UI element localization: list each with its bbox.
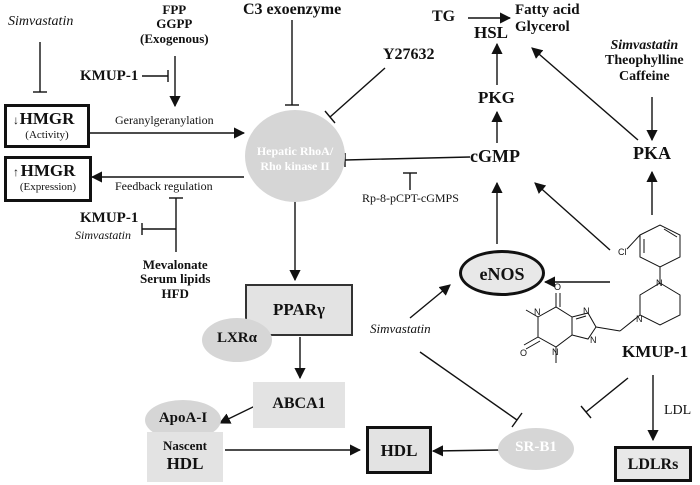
molecule-n-label: N	[636, 314, 643, 324]
theophylline-label: Theophylline	[605, 53, 684, 69]
geranylgeranylation-label: Geranylgeranylation	[115, 113, 214, 127]
kmup1-structure: Cl N N N N N N O O	[520, 224, 681, 363]
hmgr-activity-title: HMGR	[19, 109, 75, 128]
inhibit-kmup1-srb1	[585, 377, 629, 413]
hmgr-activity-sub: (Activity)	[25, 129, 69, 141]
up-arrow-icon: ↑	[13, 165, 19, 179]
fatty-acid-glycerol-label: Fatty acid Glycerol	[515, 2, 580, 35]
fpp-label: FPP	[162, 2, 187, 17]
fpp-ggpp-label: FPP GGPP (Exogenous)	[140, 2, 209, 46]
mevalonate-label: Mevalonate	[142, 257, 208, 272]
molecule-n-label: N	[656, 278, 663, 288]
pkg-label: PKG	[478, 88, 515, 107]
pka-activators-label: Simvastatin Theophylline Caffeine	[605, 38, 684, 84]
arrow-srb1-hdl	[431, 445, 501, 457]
kmup1-label: KMUP-1	[80, 68, 139, 84]
arrow-abca1-apoa1	[218, 404, 258, 424]
exogenous-label: (Exogenous)	[140, 30, 209, 46]
ldlrs-box: LDLRs	[614, 446, 692, 482]
kmup1-mid-label: KMUP-1	[80, 210, 139, 226]
molecule-n-label: N	[552, 347, 559, 357]
pka-label: PKA	[633, 143, 671, 163]
lxr-alpha-node: LXRα	[202, 318, 272, 362]
hfd-label: HFD	[161, 285, 189, 301]
simvastatin-mid-label: Simvastatin	[75, 228, 131, 242]
molecule-o-label: O	[554, 282, 561, 292]
arrow-simvastatin-enos	[409, 284, 451, 319]
sr-b1-node: SR-B1	[498, 428, 574, 470]
simvastatin-center-label: Simvastatin	[370, 321, 431, 336]
molecule-n-label: N	[534, 307, 541, 317]
simvastatin-right-label: Simvastatin	[610, 38, 679, 53]
down-arrow-icon: ↓	[13, 113, 19, 127]
nascent-label: Nascent	[162, 438, 208, 453]
ldl-label: LDL	[664, 403, 692, 418]
inhibit-cgmp-rho	[344, 156, 471, 161]
molecule-n-label: N	[590, 335, 597, 345]
rho-line-2: Rho kinase II	[260, 159, 330, 173]
tg-label: TG	[432, 8, 456, 25]
molecule-o-label: O	[520, 348, 527, 358]
molecule-n-label: N	[583, 306, 590, 316]
feedback-regulation-label: Feedback regulation	[115, 179, 213, 193]
nascent-hdl-label: HDL	[166, 454, 204, 473]
arrow-pka-hsl	[531, 47, 639, 141]
hmgr-expression-sub: (Expression)	[19, 181, 77, 193]
inhibit-simvastatin-srb1	[419, 351, 518, 421]
hsl-label: HSL	[474, 23, 509, 42]
hmgr-expression-box: HMGR (Expression) ↑	[4, 156, 92, 202]
glycerol-label: Glycerol	[515, 18, 570, 35]
y27632-label: Y27632	[383, 46, 435, 63]
rho-line-1: Hepatic RhoA/	[256, 144, 334, 158]
hmgr-activity-box: HMGR (Activity) ↓	[4, 104, 90, 148]
hdl-box: HDL	[366, 426, 432, 474]
rhoa-rho-kinase-node: Hepatic RhoA/ Rho kinase II	[245, 110, 345, 202]
nascent-hdl-box: Nascent HDL	[147, 432, 223, 482]
caffeine-label: Caffeine	[619, 68, 670, 84]
arrow-kmup1-cgmp	[534, 182, 611, 251]
simvastatin-label: Simvastatin	[8, 14, 74, 29]
enos-node: eNOS	[459, 250, 545, 296]
serum-lipids-label: Serum lipids	[140, 271, 211, 287]
rp8-label: Rp-8-pCPT-cGMPS	[362, 191, 459, 205]
cgmp-label: cGMP	[470, 146, 520, 166]
kmup1-drug-label: KMUP-1	[622, 342, 689, 361]
mevalonate-label-group: Mevalonate Serum lipids HFD	[140, 257, 211, 301]
fatty-acid-label: Fatty acid	[515, 2, 580, 18]
hmgr-expression-title: HMGR	[20, 161, 76, 180]
c3-exoenzyme-label: C3 exoenzyme	[243, 1, 342, 18]
abca1-box: ABCA1	[253, 382, 345, 428]
ggpp-label: GGPP	[156, 16, 193, 32]
molecule-cl-label: Cl	[618, 247, 627, 257]
inhibit-y27632-rho	[329, 67, 386, 118]
